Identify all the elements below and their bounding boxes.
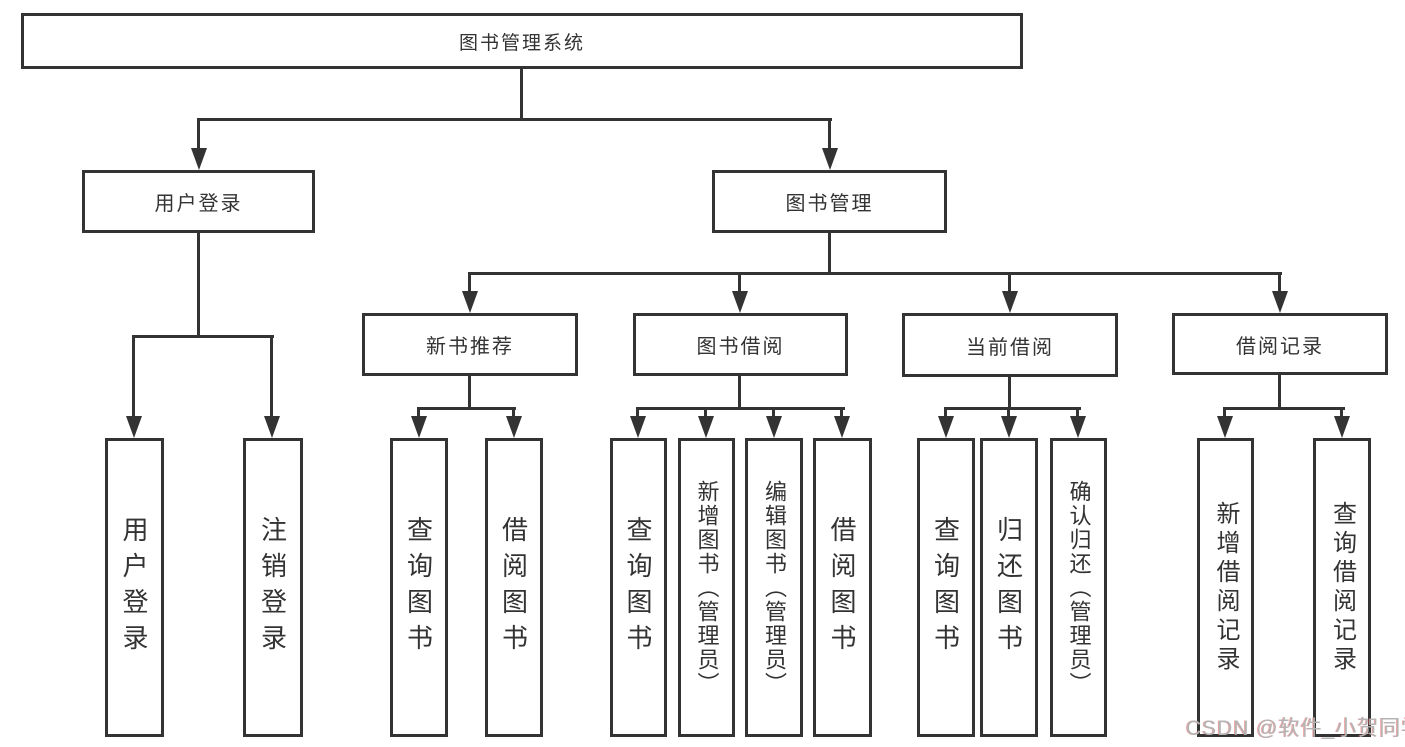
arrow-to-new-book xyxy=(462,291,478,313)
connector-l7-stem xyxy=(772,407,775,420)
connector-l5-stem xyxy=(636,407,639,420)
leaf-confirm-return-admin: 确认归还（管理员） xyxy=(1050,438,1107,737)
connector-l8-stem xyxy=(840,407,843,420)
arrow-to-leaf-confirm-return xyxy=(1070,416,1086,438)
node-book-management: 图书管理 xyxy=(712,170,947,233)
arrow-to-leaf-borrow-books-2 xyxy=(834,416,850,438)
node-current-borrowing: 当前借阅 xyxy=(902,313,1118,377)
arrow-to-leaf-query-books-2 xyxy=(630,416,646,438)
connector-l13-stem xyxy=(1340,407,1343,420)
connector-bor-stem xyxy=(738,272,741,294)
leaf-logout: 注销登录 xyxy=(243,438,303,737)
arrow-to-leaf-logout xyxy=(264,416,280,438)
connector-login-bus xyxy=(132,335,274,338)
leaf-add-books-admin: 新增图书（管理员） xyxy=(678,438,735,737)
connector-login-down xyxy=(197,233,200,335)
connector-bor-bus xyxy=(636,407,845,410)
connector-l2-stem xyxy=(270,335,273,420)
arrow-to-leaf-edit-books xyxy=(766,416,782,438)
arrow-to-current xyxy=(1002,291,1018,313)
connector-l4-stem xyxy=(512,407,515,420)
node-library-management-system: 图书管理系统 xyxy=(21,13,1023,69)
arrow-to-book-management xyxy=(822,148,838,170)
connector-l9-stem xyxy=(944,407,947,420)
node-book-borrowing: 图书借阅 xyxy=(633,313,848,376)
arrow-to-leaf-borrow-books-1 xyxy=(506,416,522,438)
node-borrowing-records: 借阅记录 xyxy=(1172,313,1388,375)
leaf-query-books-recommend: 查询图书 xyxy=(390,438,448,737)
connector-rec-down xyxy=(1278,375,1281,407)
leaf-add-borrow-record: 新增借阅记录 xyxy=(1197,438,1254,737)
connector-new-stem xyxy=(468,272,471,294)
leaf-user-login: 用户登录 xyxy=(105,438,164,737)
connector-l6-stem xyxy=(704,407,707,420)
connector-l10-stem xyxy=(1007,407,1010,420)
leaf-query-borrow-record: 查询借阅记录 xyxy=(1313,438,1371,737)
connector-new-down xyxy=(468,376,471,407)
connector-l12-stem xyxy=(1223,407,1226,420)
connector-mgmt-stem xyxy=(828,118,831,152)
leaf-borrow-books-recommend: 借阅图书 xyxy=(485,438,543,737)
leaf-query-books-current: 查询图书 xyxy=(917,438,975,737)
arrow-to-leaf-query-books-3 xyxy=(938,416,954,438)
arrow-to-leaf-add-books xyxy=(698,416,714,438)
connector-l3-stem xyxy=(417,407,420,420)
arrow-to-leaf-user-login xyxy=(126,416,142,438)
leaf-borrow-books: 借阅图书 xyxy=(813,438,872,737)
arrow-to-borrowing xyxy=(732,291,748,313)
connector-level3-bus xyxy=(468,272,1282,275)
connector-rec-stem xyxy=(1278,272,1281,294)
connector-l11-stem xyxy=(1076,407,1079,420)
leaf-return-books: 归还图书 xyxy=(980,438,1038,737)
connector-root-stem xyxy=(520,69,523,118)
connector-rec-bus xyxy=(1223,407,1345,410)
connector-cur-stem xyxy=(1008,272,1011,294)
connector-level2-bus xyxy=(198,118,832,121)
arrow-to-user-login xyxy=(191,148,207,170)
connector-cur-down xyxy=(1008,377,1011,407)
arrow-to-leaf-query-record xyxy=(1334,416,1350,438)
connector-l1-stem xyxy=(132,335,135,420)
arrow-to-leaf-query-books-1 xyxy=(411,416,427,438)
leaf-edit-books-admin: 编辑图书（管理员） xyxy=(745,438,803,737)
connector-cur-bus xyxy=(944,407,1081,410)
node-new-book-recommend: 新书推荐 xyxy=(362,313,578,376)
connector-new-bus xyxy=(417,407,516,410)
connector-bor-down xyxy=(738,376,741,407)
leaf-query-books-borrowing: 查询图书 xyxy=(610,438,667,737)
connector-mgmt-down xyxy=(828,233,831,273)
node-user-login: 用户登录 xyxy=(82,170,315,233)
arrow-to-leaf-add-record xyxy=(1217,416,1233,438)
connector-login-stem xyxy=(197,118,200,152)
arrow-to-leaf-return-books xyxy=(1001,416,1017,438)
csdn-watermark: CSDN @软件_小贺同学 xyxy=(1186,717,1405,740)
arrow-to-records xyxy=(1272,291,1288,313)
